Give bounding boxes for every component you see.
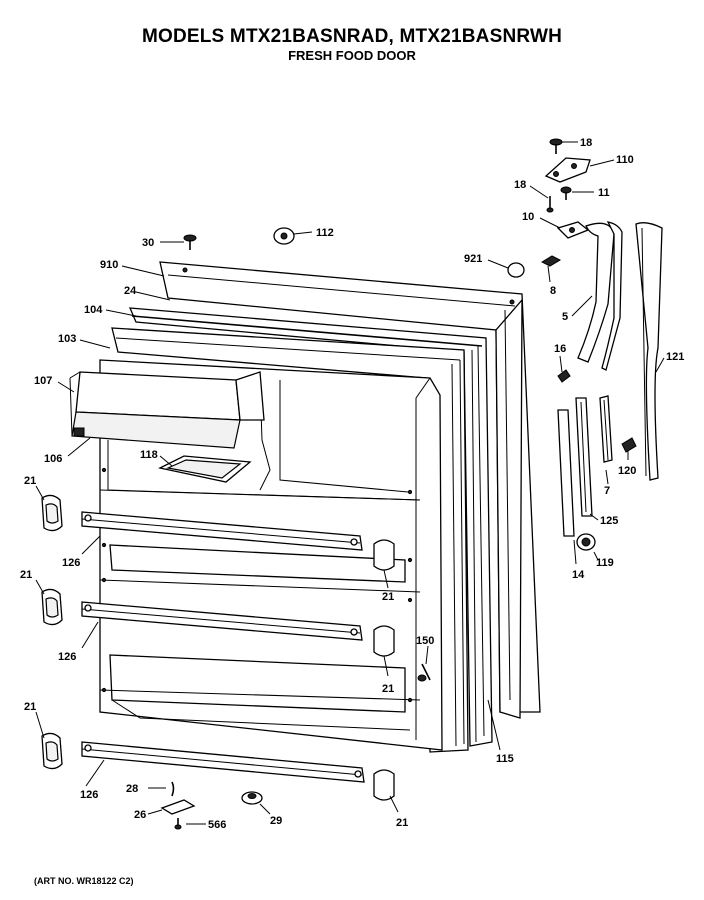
end-cap-left-2	[41, 588, 63, 626]
screw-18-top	[549, 138, 563, 154]
screw-566	[174, 818, 182, 830]
shelf-bar-lower	[81, 741, 365, 783]
screw-16	[557, 369, 571, 383]
callout-21-left-2: 21	[20, 569, 32, 581]
callout-18-top: 18	[580, 137, 592, 149]
hinge-pin-8	[540, 255, 562, 267]
callout-28: 28	[126, 783, 138, 795]
callout-24: 24	[124, 285, 137, 297]
end-cap-right-2	[373, 625, 395, 657]
callout-910: 910	[100, 259, 118, 271]
callout-106: 106	[44, 453, 62, 465]
callout-125: 125	[600, 515, 618, 527]
callout-21-right-3: 21	[396, 817, 408, 829]
callout-5: 5	[562, 311, 568, 323]
hinge-bracket-10	[556, 221, 590, 239]
callout-21-left-1: 21	[24, 475, 36, 487]
callout-104: 104	[84, 304, 103, 316]
shelf-bar-upper	[81, 511, 363, 551]
handle-insert-7	[599, 395, 613, 463]
callout-107: 107	[34, 375, 52, 387]
end-cap-left-1	[41, 494, 63, 532]
clip-120	[621, 437, 637, 453]
end-cap-left-3	[41, 732, 63, 770]
diagram-title: MODELS MTX21BASNRAD, MTX21BASNRWH	[141, 26, 563, 47]
callout-21-left-3: 21	[24, 701, 36, 713]
callout-120: 120	[618, 465, 636, 477]
callout-21-right-1: 21	[382, 591, 394, 603]
diagram-subtitle: FRESH FOOD DOOR	[288, 48, 416, 63]
callout-29: 29	[270, 815, 282, 827]
callout-7: 7	[604, 485, 610, 497]
callout-14: 14	[572, 569, 585, 581]
bracket-26	[160, 799, 196, 815]
screw-30	[183, 234, 197, 250]
callout-112: 112	[316, 227, 334, 239]
callout-26: 26	[134, 809, 146, 821]
screw-150	[417, 663, 431, 682]
clip-28	[171, 781, 175, 797]
callout-566: 566	[208, 819, 226, 831]
trim-strip-14	[557, 409, 575, 537]
callout-150: 150	[416, 635, 434, 647]
shelf-bar-middle	[81, 601, 363, 641]
callout-21-right-2: 21	[382, 683, 394, 695]
cap-119	[576, 533, 596, 551]
hinge-plate-110	[544, 157, 591, 183]
bumper-29	[241, 791, 263, 805]
callout-126-lower: 126	[80, 789, 98, 801]
callout-8: 8	[550, 285, 556, 297]
callout-103: 103	[58, 333, 76, 345]
callout-126-upper: 126	[62, 557, 80, 569]
trim-strip-125	[575, 397, 593, 517]
art-number: (ART NO. WR18122 C2)	[34, 876, 134, 886]
leader-lines	[35, 141, 665, 825]
door-gasket	[128, 307, 493, 747]
screw-18-mid	[546, 196, 554, 213]
handle-trim-121	[635, 222, 663, 481]
plug-921	[507, 262, 525, 278]
callout-115: 115	[496, 753, 514, 765]
dairy-compartment	[69, 371, 265, 449]
outer-door-panel	[159, 261, 541, 719]
plug-112	[273, 227, 295, 245]
end-cap-right-1	[373, 539, 395, 571]
callout-921: 921	[464, 253, 482, 265]
callout-118: 118	[140, 449, 158, 461]
screw-11	[560, 186, 572, 200]
callout-126-middle: 126	[58, 651, 76, 663]
callout-18-mid: 18	[514, 179, 526, 191]
callout-11: 11	[598, 187, 610, 199]
callout-30: 30	[142, 237, 154, 249]
door-handle-5	[577, 221, 623, 371]
callout-110: 110	[616, 154, 634, 166]
callout-16: 16	[554, 343, 566, 355]
callout-10: 10	[522, 211, 534, 223]
egg-tray	[158, 455, 252, 483]
callout-121: 121	[666, 351, 684, 363]
end-cap-right-3	[373, 769, 395, 801]
callout-119: 119	[596, 557, 614, 569]
callout-labels: 18 110 18 11 10 30 112 921 910 8 24 104 …	[20, 137, 684, 831]
